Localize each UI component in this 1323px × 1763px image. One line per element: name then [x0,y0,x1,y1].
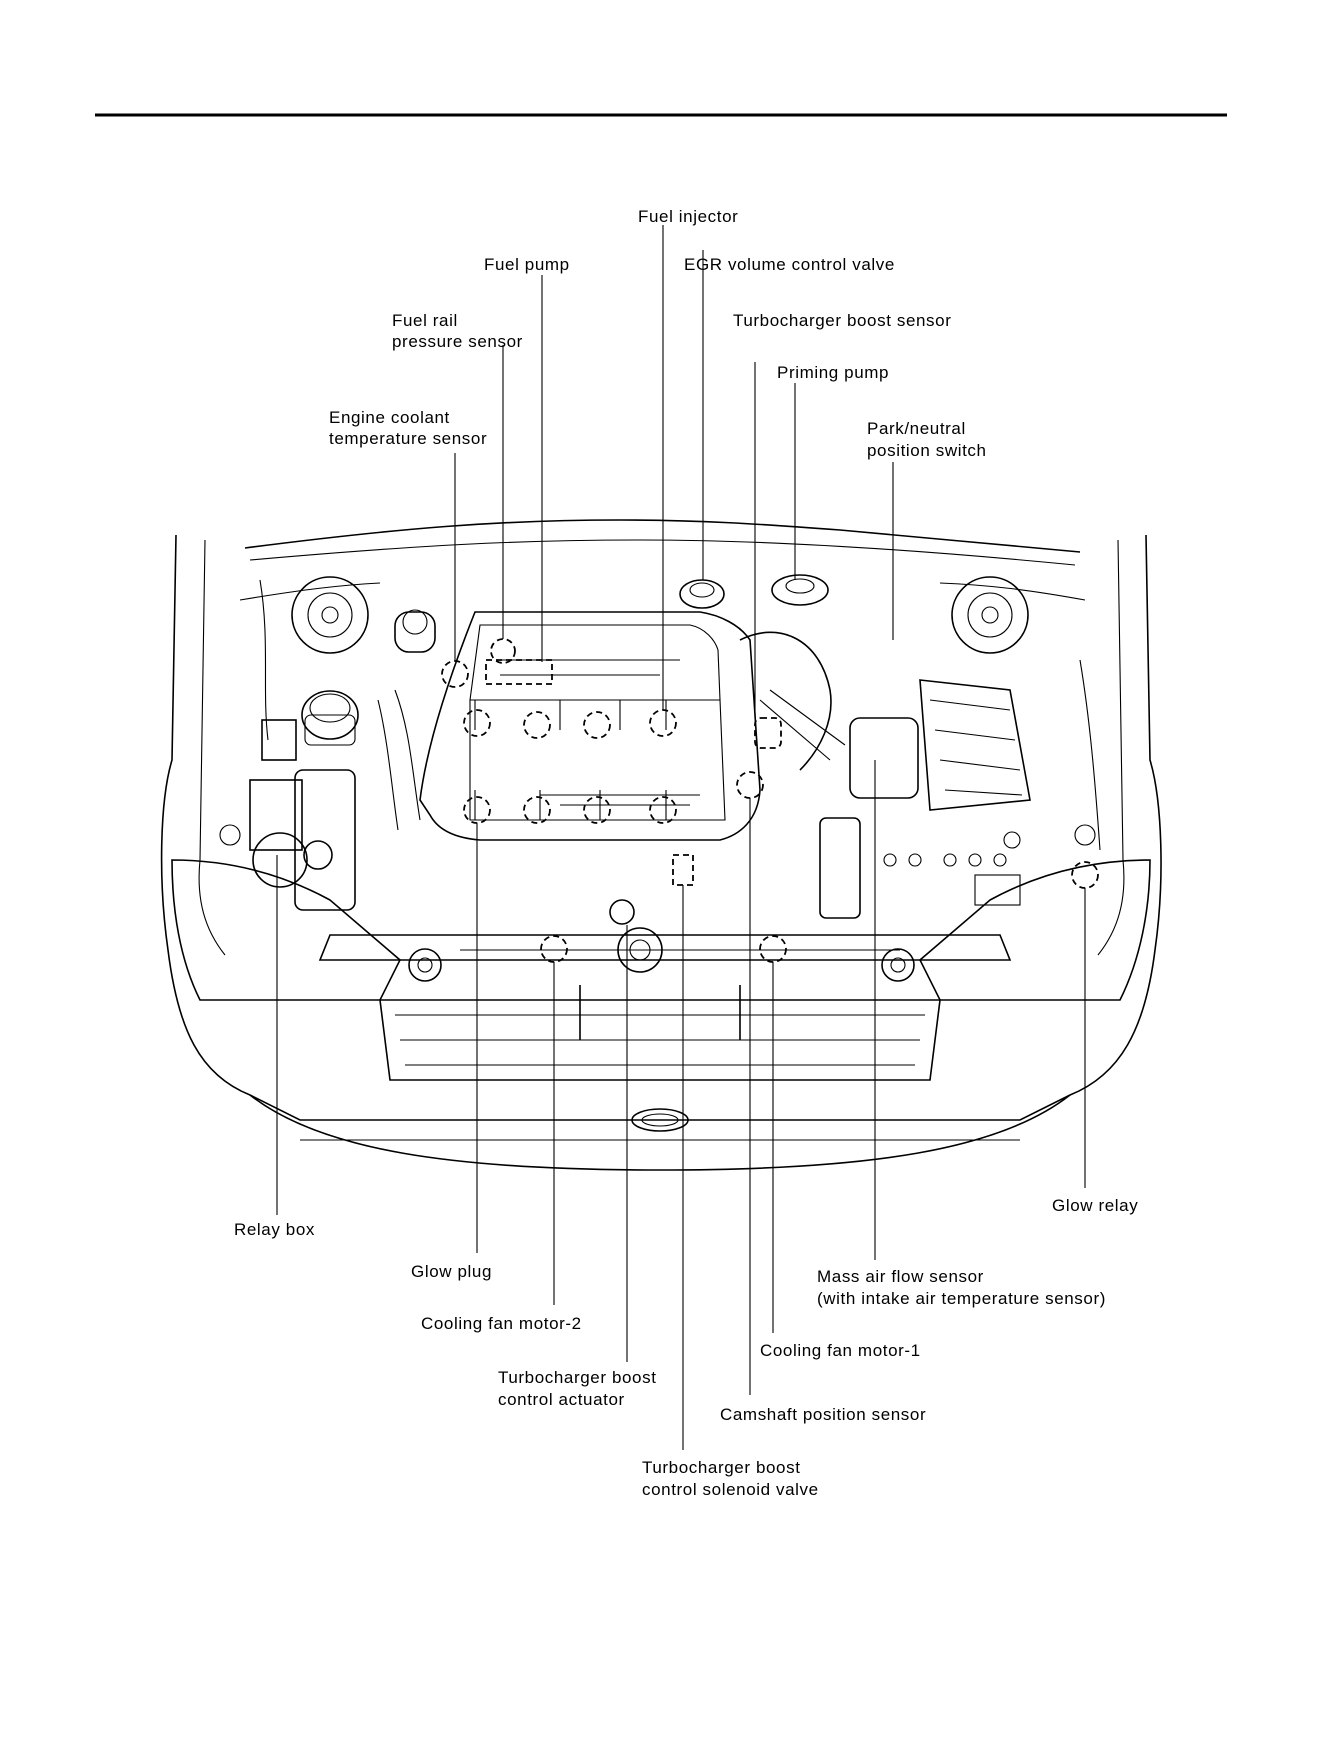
label-glow-relay: Glow relay [1052,1196,1138,1215]
marker-fuel-rail-sensor [490,638,516,664]
label-park-neutral-switch-line1: Park/neutral [867,419,966,438]
marker-fuel-injector-1 [523,711,551,739]
marker-glow-plug-2 [463,796,491,824]
marker-cooling-fan-1 [759,935,787,963]
label-priming-pump: Priming pump [777,363,889,382]
marker-fuel-injector-4 [523,796,551,824]
label-mass-air-flow-sensor-line1: Mass air flow sensor [817,1267,984,1286]
marker-fuel-injector-2 [583,711,611,739]
label-turbo-boost-solenoid-line1: Turbocharger boost [642,1458,801,1477]
label-glow-plug: Glow plug [411,1262,492,1281]
label-turbo-boost-actuator-line2: control actuator [498,1390,625,1409]
label-fuel-rail-sensor-line1: Fuel rail [392,311,458,330]
marker-cooling-fan-2 [540,935,568,963]
label-turbo-boost-sensor: Turbocharger boost sensor [733,311,951,330]
leader-lines [276,225,1086,1450]
marker-turbo-boost-sensor [754,717,782,749]
label-egr-valve: EGR volume control valve [684,255,895,274]
label-fuel-pump: Fuel pump [484,255,570,274]
engine-bay-illustration [160,519,1162,1171]
component-labels: Fuel injector Fuel pump EGR volume contr… [234,207,1138,1499]
marker-fuel-injector-5 [583,796,611,824]
label-coolant-temp-sensor-line2: temperature sensor [329,429,487,448]
label-fuel-injector: Fuel injector [638,207,738,226]
label-fuel-rail-sensor-line2: pressure sensor [392,332,523,351]
label-relay-box: Relay box [234,1220,315,1239]
marker-fuel-injector-6 [649,796,677,824]
label-camshaft-position-sensor: Camshaft position sensor [720,1405,926,1424]
label-park-neutral-switch-line2: position switch [867,441,987,460]
label-mass-air-flow-sensor-line2: (with intake air temperature sensor) [817,1289,1106,1308]
marker-turbo-solenoid [672,854,694,886]
label-turbo-boost-actuator-line1: Turbocharger boost [498,1368,657,1387]
label-coolant-temp-sensor-line1: Engine coolant [329,408,450,427]
label-cooling-fan-motor-1: Cooling fan motor-1 [760,1341,921,1360]
label-turbo-boost-solenoid-line2: control solenoid valve [642,1480,819,1499]
marker-fuel-pump [485,659,553,685]
marker-glow-plug-1 [463,709,491,737]
marker-fuel-injector-3 [649,709,677,737]
label-cooling-fan-motor-2: Cooling fan motor-2 [421,1314,582,1333]
